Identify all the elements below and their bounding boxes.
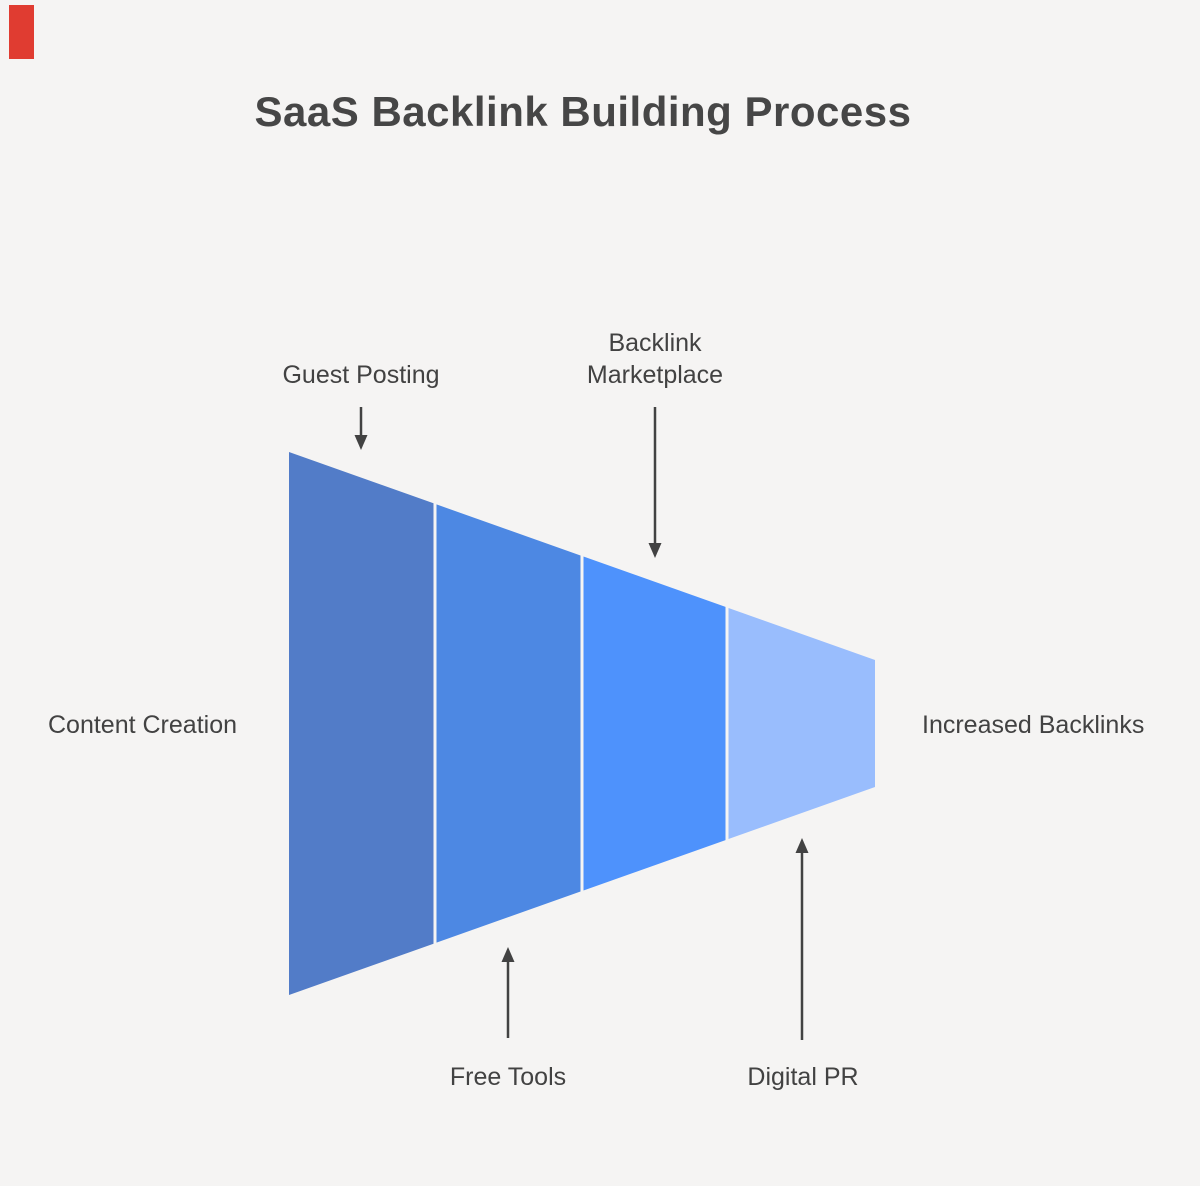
guest-posting-arrowhead-icon <box>354 435 368 450</box>
funnel-segment-digital-pr <box>728 608 875 839</box>
backlink-marketplace-label-line1: Backlink <box>608 329 702 357</box>
page-title: SaaS Backlink Building Process <box>254 88 912 135</box>
funnel-segment-guest-posting <box>289 452 434 995</box>
digital-pr-arrow <box>795 838 809 1040</box>
funnel-input-label: Content Creation <box>48 711 238 739</box>
funnel-segment-backlink-marketplace <box>583 556 726 891</box>
free-tools-label: Free Tools <box>449 1063 567 1091</box>
backlink-marketplace-label-line2: Marketplace <box>586 361 724 389</box>
free-tools-arrow <box>501 947 515 1038</box>
digital-pr-arrowhead-icon <box>795 838 809 853</box>
guest-posting-arrow <box>354 407 368 450</box>
red-corner-marker <box>9 5 34 59</box>
funnel-segment-free-tools <box>436 504 581 943</box>
funnel-output-label: Increased Backlinks <box>922 711 1145 739</box>
digital-pr-label: Digital PR <box>747 1063 859 1091</box>
free-tools-arrowhead-icon <box>501 947 515 962</box>
backlink-marketplace-label: Backlink Marketplace <box>587 327 723 391</box>
backlink-marketplace-arrow <box>648 407 662 558</box>
backlink-marketplace-arrowhead-icon <box>648 543 662 558</box>
guest-posting-label: Guest Posting <box>282 361 440 389</box>
